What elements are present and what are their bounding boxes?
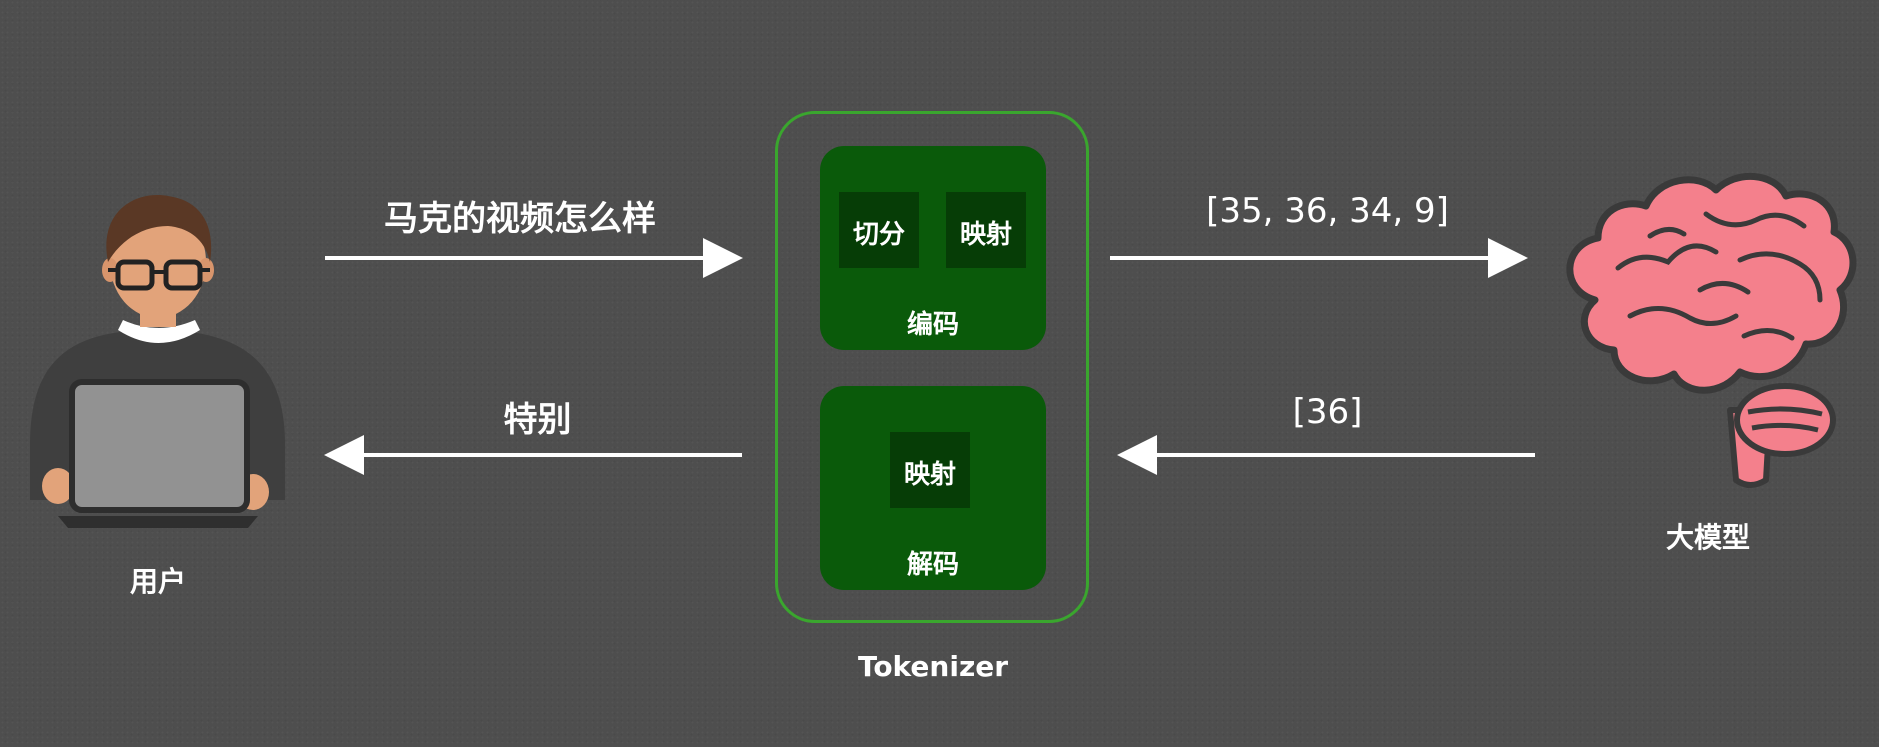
brain-icon [1566,173,1857,488]
encode-step-split: 切分 [839,192,919,268]
encode-step-split-label: 切分 [852,220,905,250]
output-tokens-label: [36] [1292,392,1363,432]
decode-panel: 映射 解码 [820,386,1046,590]
output-text-label: 特别 [503,400,572,440]
input-tokens-label: [35, 36, 34, 9] [1206,191,1449,231]
tokenizer-label: Tokenizer [857,650,1009,683]
user-label: 用户 [129,565,186,598]
decode-title: 解码 [906,550,959,580]
decode-step-map: 映射 [890,432,970,508]
tokenizer-frame [775,111,1089,623]
encode-step-map-label: 映射 [959,220,1012,250]
decode-step-map-label: 映射 [903,460,956,490]
model-label: 大模型 [1665,521,1750,554]
input-text-label: 马克的视频怎么样 [384,199,656,239]
encode-panel: 切分 映射 编码 [820,146,1046,350]
encode-step-map: 映射 [946,192,1026,268]
encode-title: 编码 [906,310,959,340]
person-with-laptop-icon [30,195,285,528]
